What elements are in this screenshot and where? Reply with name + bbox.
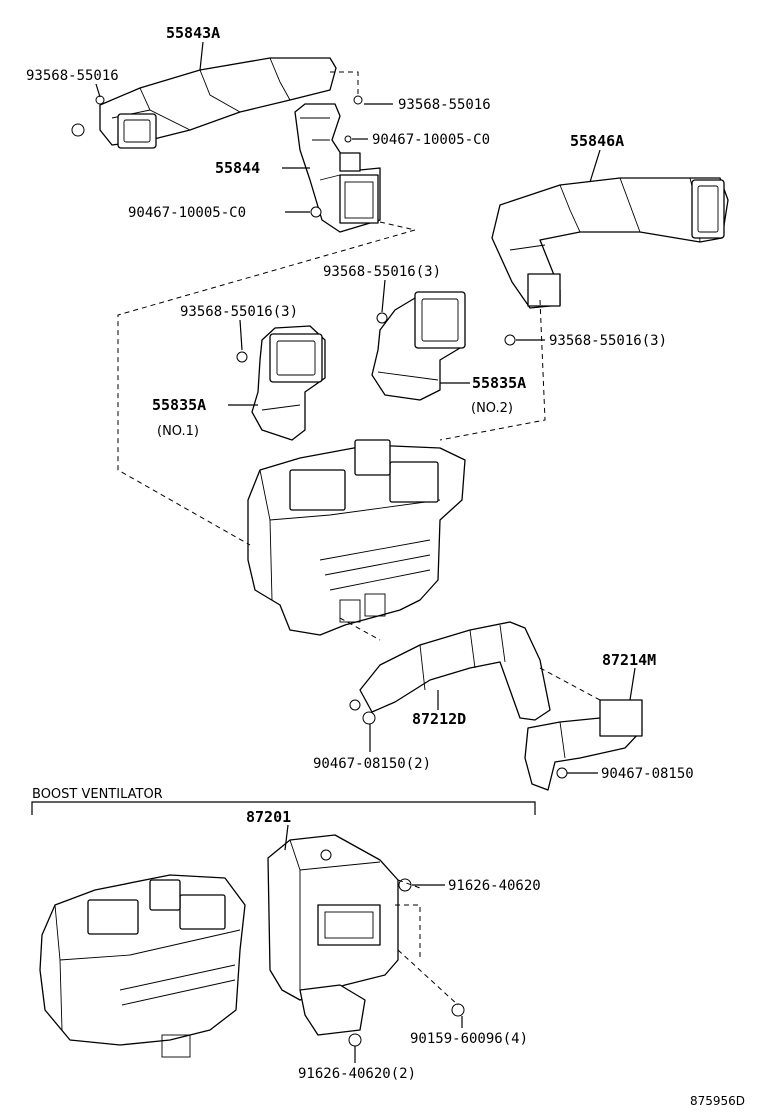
duct-55835a-no1[interactable] [251, 325, 326, 441]
label-93568-55016-right: 93568-55016 [398, 97, 491, 113]
duct-87212d[interactable] [359, 621, 551, 721]
duct-55846a[interactable] [491, 177, 729, 309]
label-91626-40620-2: 91626-40620(2) [298, 1066, 416, 1082]
label-90159-60096-4: 90159-60096(4) [410, 1031, 528, 1047]
label-no2: (NO.2) [471, 401, 513, 416]
label-90467-08150: 90467-08150 [601, 766, 694, 782]
label-90467-10005-c0-lower: 90467-10005-C0 [128, 205, 246, 221]
label-55835a-no1: 55835A [152, 396, 206, 414]
duct-55844[interactable] [294, 103, 381, 233]
label-87212d: 87212D [412, 710, 466, 728]
label-91626-40620: 91626-40620 [448, 878, 541, 894]
label-93568-55016-3-center: 93568-55016(3) [323, 264, 441, 280]
label-93568-55016-3-right: 93568-55016(3) [549, 333, 667, 349]
label-55835a-no2: 55835A [472, 374, 526, 392]
leader-lines [95, 41, 636, 1063]
label-93568-55016-3-left: 93568-55016(3) [180, 304, 298, 320]
label-87201: 87201 [246, 808, 291, 826]
label-55846a: 55846A [570, 132, 624, 150]
label-90467-10005-c0-upper: 90467-10005-C0 [372, 132, 490, 148]
heater-unit[interactable] [247, 439, 466, 636]
diagram-code: 875956D [690, 1094, 745, 1108]
boost-ventilator-bracket [31, 801, 536, 815]
label-55843a: 55843A [166, 24, 220, 42]
duct-55835a-no2[interactable] [371, 291, 466, 401]
label-90467-08150-2: 90467-08150(2) [313, 756, 431, 772]
label-55844: 55844 [215, 159, 260, 177]
boost-heater-unit[interactable] [39, 874, 246, 1058]
label-87214m: 87214M [602, 651, 656, 669]
label-no1: (NO.1) [157, 424, 199, 439]
label-93568-55016-left: 93568-55016 [26, 68, 119, 84]
boost-ventilator-87201[interactable] [267, 834, 399, 1036]
fasteners [71, 95, 568, 1047]
duct-87214m[interactable] [524, 699, 643, 791]
label-boost-ventilator: BOOST VENTILATOR [32, 787, 163, 802]
duct-55843a[interactable] [99, 57, 337, 149]
labels: 55843A 93568-55016 93568-55016 90467-100… [26, 24, 745, 1108]
